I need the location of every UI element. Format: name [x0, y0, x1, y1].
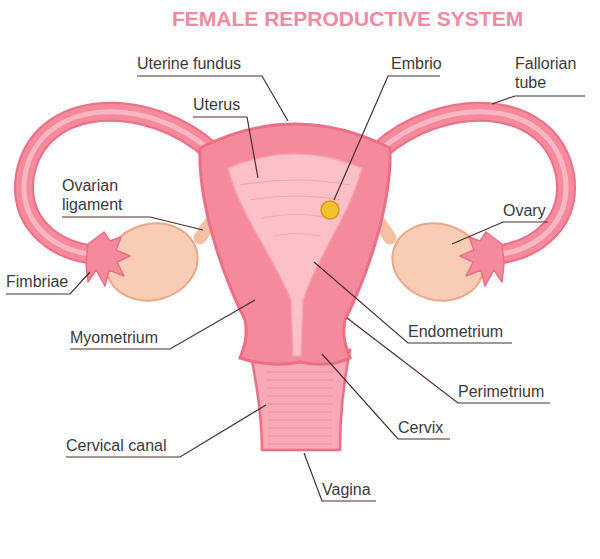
ruga-line [266, 379, 334, 381]
part-label: Vagina [322, 480, 371, 499]
part-label: Uterus [193, 95, 240, 114]
leader-lines [6, 76, 585, 501]
part-label: Endometrium [408, 322, 503, 341]
part-label: Fimbriae [6, 272, 68, 291]
part-label: Ovary [503, 201, 546, 220]
part-label: Cervix [398, 418, 443, 437]
right-adnexa [366, 112, 566, 311]
part-label: Ovarian ligament [62, 176, 146, 214]
part-label: Perimetrium [458, 382, 544, 401]
fimbriae-shape [86, 232, 130, 286]
ruga-line [267, 395, 333, 397]
part-label: Embrio [391, 54, 442, 73]
ruga-line [266, 371, 334, 373]
texture-line [274, 234, 320, 237]
leader-line [304, 453, 376, 501]
part-label: Myometrium [70, 328, 158, 347]
vagina-rugae [266, 372, 334, 444]
part-label: Cervical canal [66, 436, 166, 455]
texture-line [262, 215, 330, 219]
part-label: Fallorian tube [515, 54, 591, 92]
ruga-line [268, 403, 333, 405]
leader-line [334, 76, 440, 200]
leader-line [492, 96, 585, 104]
leader-line [347, 318, 550, 403]
fimbriae-shape [460, 232, 504, 286]
texture-line [250, 196, 340, 200]
endometrium-texture [240, 180, 350, 236]
leader-line [193, 117, 258, 178]
ruga-line [267, 387, 333, 389]
part-label: Uterine fundus [137, 54, 241, 73]
leader-line [66, 405, 266, 457]
uterus-myometrium [200, 124, 390, 364]
endometrium-lining [228, 154, 362, 356]
leader-line [70, 300, 255, 349]
leader-line [322, 354, 450, 439]
leader-line [6, 272, 90, 294]
leader-line [314, 262, 512, 343]
ruga-line [268, 435, 332, 437]
ruga-line [268, 419, 332, 421]
ruga-line [268, 411, 332, 413]
leader-line [137, 76, 288, 121]
leader-line [452, 222, 548, 244]
embryo-dot [321, 201, 339, 219]
ruga-line [268, 427, 332, 429]
diagram-title: FEMALE REPRODUCTIVE SYSTEM [172, 6, 523, 32]
ruga-line [268, 443, 332, 445]
leader-line [62, 217, 203, 230]
texture-line [240, 180, 350, 185]
